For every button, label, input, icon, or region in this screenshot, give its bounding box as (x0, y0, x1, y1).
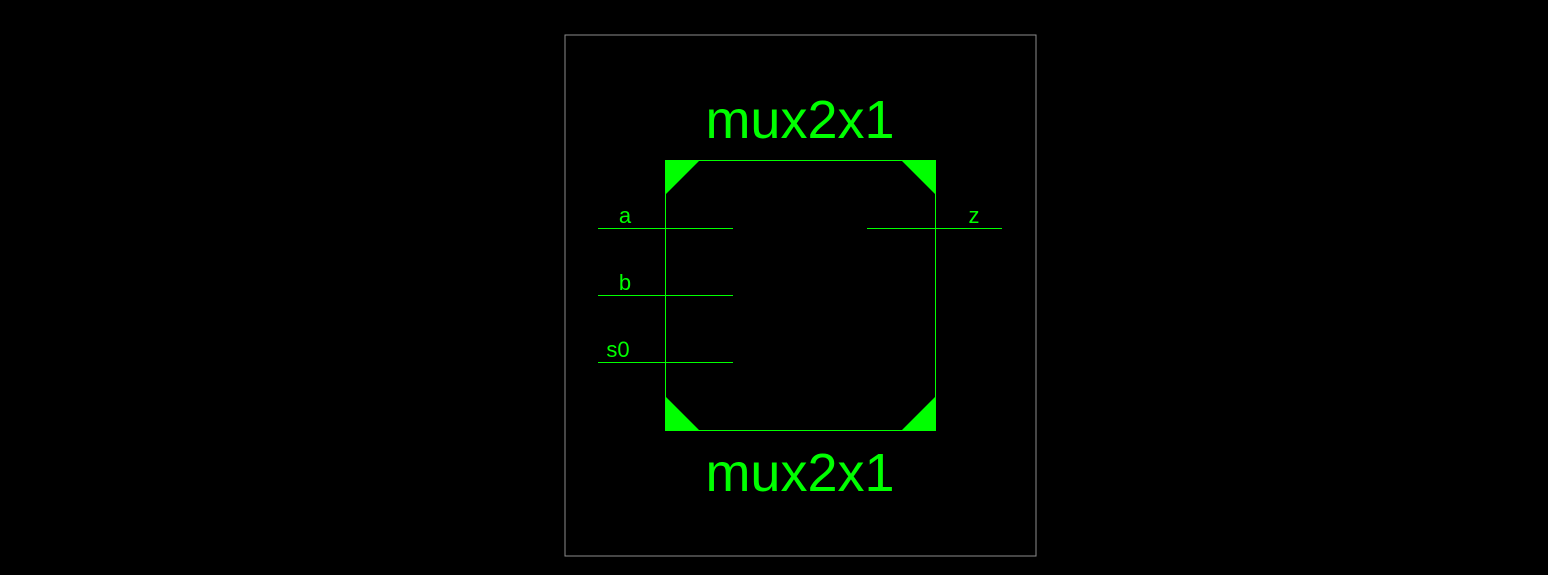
input-pin-a[interactable]: a (598, 203, 733, 229)
input-pin-s0-label: s0 (606, 337, 629, 362)
corner-marker-bottom-right (901, 396, 936, 431)
input-pin-b[interactable]: b (598, 270, 733, 296)
input-pin-a-label: a (619, 203, 632, 228)
corner-marker-bottom-left (665, 396, 700, 431)
output-pin-z[interactable]: z (867, 203, 1002, 229)
component-name-bottom: mux2x1 (705, 443, 894, 503)
corner-marker-top-left (665, 160, 700, 195)
symbol-frame (564, 34, 1037, 557)
input-pin-s0[interactable]: s0 (598, 337, 733, 363)
input-pin-b-label: b (619, 270, 631, 295)
corner-marker-top-right (901, 160, 936, 195)
component-name-top: mux2x1 (705, 90, 894, 150)
output-pin-z-label: z (969, 203, 980, 228)
